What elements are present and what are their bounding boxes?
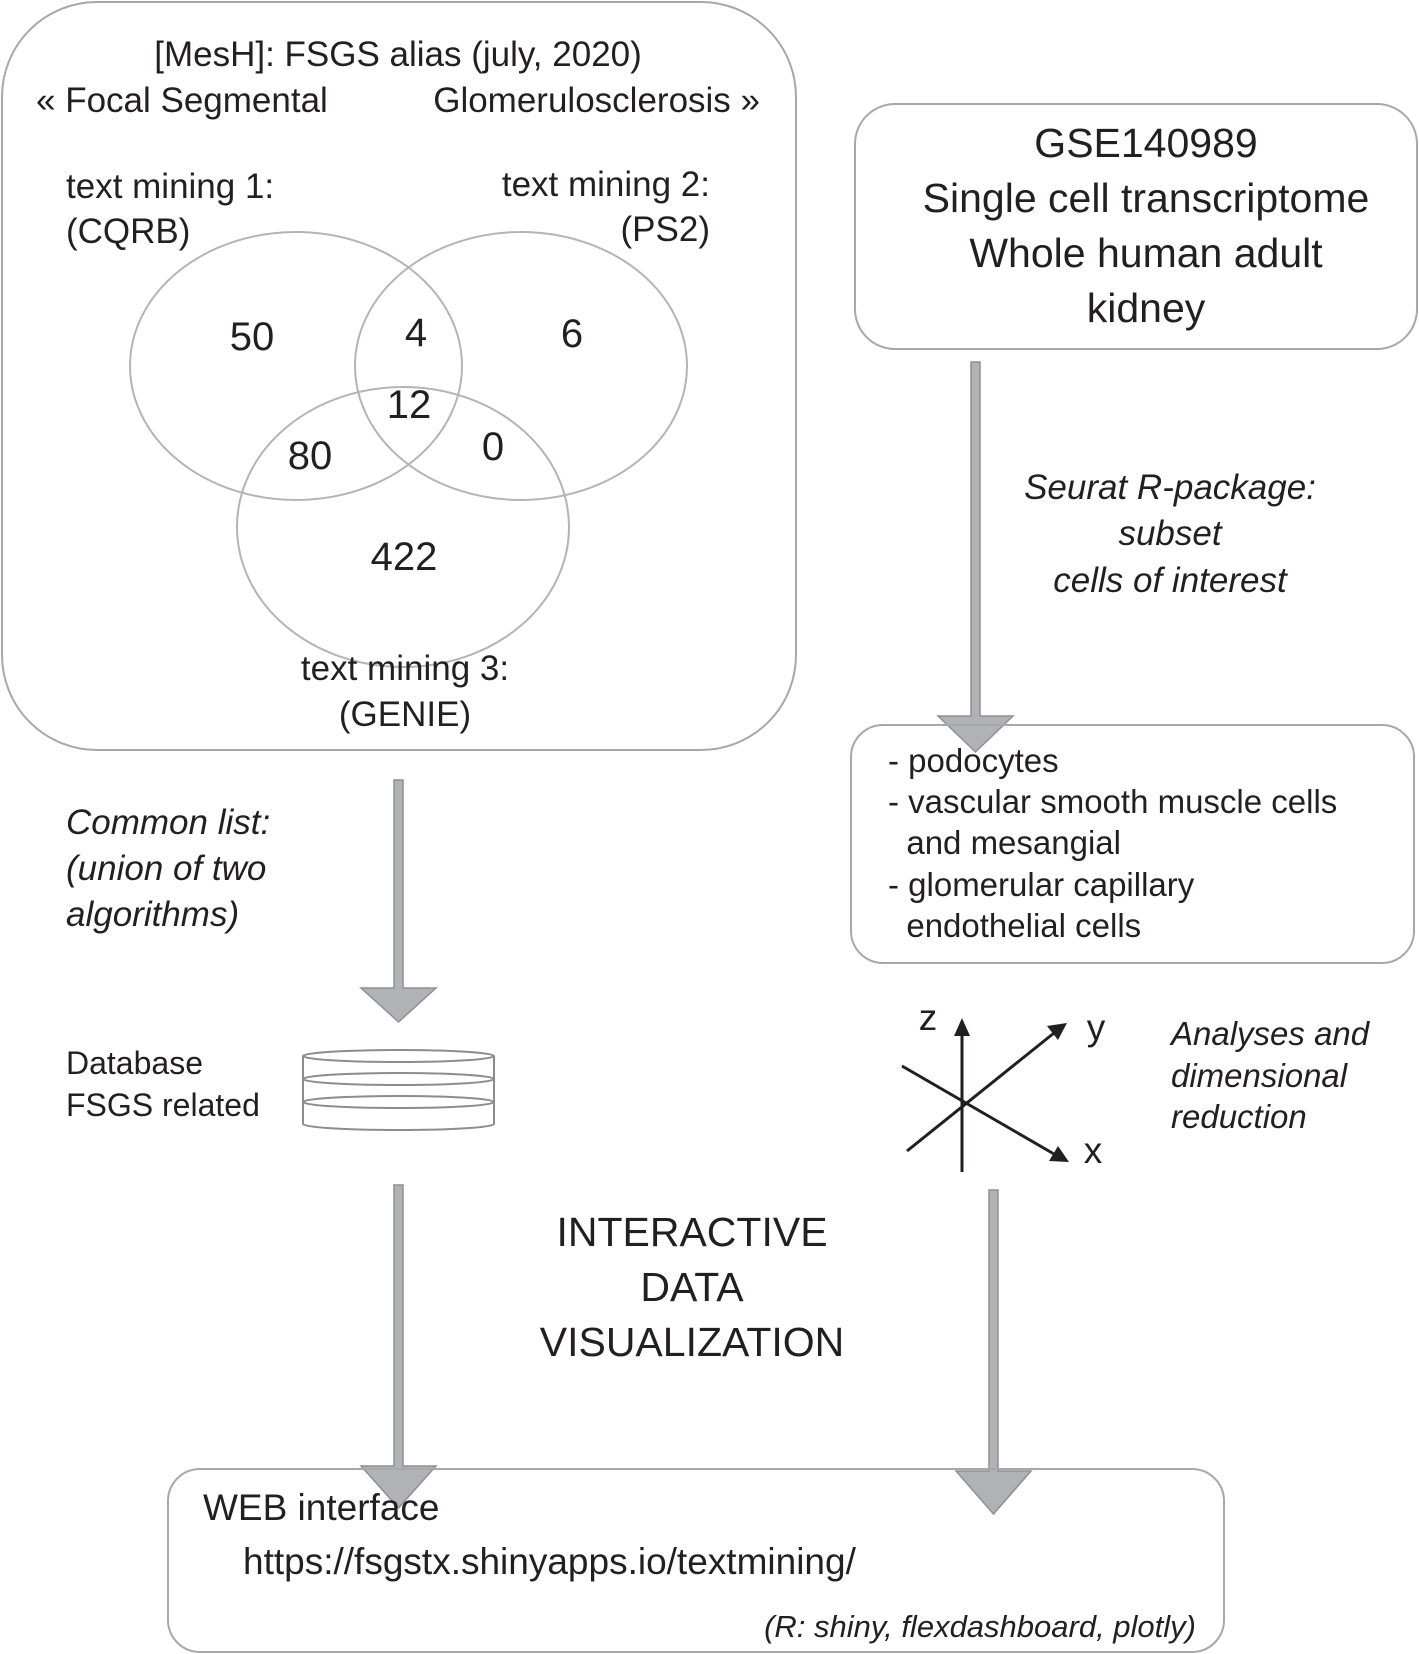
- common-list-caption-3: algorithms): [66, 895, 239, 934]
- cells-item-2-cont: and mesangial: [888, 824, 1121, 861]
- down-arrow-icon: [359, 1184, 438, 1510]
- venn-count-only-2: 6: [561, 312, 583, 356]
- set3-sublabel: (GENIE): [339, 695, 471, 734]
- down-arrow-icon: [954, 1189, 1033, 1516]
- cells-item-2: - vascular smooth muscle cells: [888, 783, 1337, 820]
- set3-label: text mining 3:: [301, 649, 509, 688]
- cells-item-1: - podocytes: [888, 742, 1059, 779]
- set2-sublabel: (PS2): [621, 210, 710, 249]
- dataset-line-2: Single cell transcriptome: [923, 175, 1370, 221]
- cells-of-interest-box: [850, 724, 1415, 964]
- cells-item-3-cont: endothelial cells: [888, 907, 1141, 944]
- analysis-caption-3: reduction: [1171, 1098, 1307, 1135]
- axis-label-z: z: [919, 997, 938, 1038]
- venn-count-2-and-3: 0: [482, 425, 504, 469]
- mesh-header: [MesH]: FSGS alias (july, 2020): [154, 35, 642, 74]
- dataset-line-4: kidney: [1087, 285, 1206, 331]
- center-title-2: DATA: [640, 1264, 744, 1310]
- axis-label-y: y: [1087, 1007, 1106, 1048]
- set2-label: text mining 2:: [502, 165, 710, 204]
- dataset-box: [854, 103, 1418, 350]
- web-interface-title: WEB interface: [203, 1487, 439, 1528]
- common-list-caption-1: Common list:: [66, 803, 270, 842]
- center-title-1: INTERACTIVE: [556, 1209, 827, 1255]
- 3d-axes-icon: [901, 1018, 1069, 1172]
- mesh-term-right: Glomerulosclerosis »: [433, 81, 760, 120]
- text-mining-panel: [1, 1, 797, 751]
- mesh-term-left: « Focal Segmental: [36, 81, 328, 120]
- venn-set2-ellipse: [354, 231, 688, 501]
- down-arrow-icon: [359, 779, 438, 1024]
- cells-item-3: - glomerular capillary: [888, 866, 1195, 903]
- seurat-caption-3: cells of interest: [1053, 561, 1288, 600]
- venn-set3-ellipse: [236, 386, 570, 668]
- analysis-caption-1: Analyses and: [1169, 1015, 1371, 1052]
- set1-sublabel: (CQRB): [66, 212, 190, 251]
- center-title-3: VISUALIZATION: [540, 1319, 845, 1365]
- seurat-caption-2: subset: [1118, 514, 1222, 553]
- web-interface-tech: (R: shiny, flexdashboard, plotly): [764, 1609, 1196, 1644]
- axis-label-x: x: [1084, 1130, 1103, 1171]
- web-interface-box: [167, 1468, 1225, 1653]
- dataset-line-3: Whole human adult: [969, 230, 1323, 276]
- down-arrow-icon: [936, 361, 1015, 754]
- venn-set1-ellipse: [129, 231, 463, 501]
- database-icon: [302, 1049, 495, 1131]
- venn-count-1-and-2: 4: [405, 311, 427, 355]
- database-label-1: Database: [66, 1045, 203, 1081]
- set1-label: text mining 1:: [66, 167, 274, 206]
- analysis-caption-2: dimensional: [1171, 1057, 1349, 1094]
- common-list-caption-2: (union of two: [66, 849, 266, 888]
- venn-count-all-three: 12: [387, 383, 432, 427]
- seurat-caption-1: Seurat R-package:: [1024, 468, 1316, 507]
- venn-count-only-1: 50: [230, 315, 275, 359]
- database-label-2: FSGS related: [66, 1087, 260, 1123]
- venn-count-only-3: 422: [371, 535, 438, 579]
- web-interface-url[interactable]: https://fsgstx.shinyapps.io/textmining/: [243, 1541, 857, 1582]
- venn-count-1-and-3: 80: [288, 434, 333, 478]
- dataset-id: GSE140989: [1034, 120, 1257, 166]
